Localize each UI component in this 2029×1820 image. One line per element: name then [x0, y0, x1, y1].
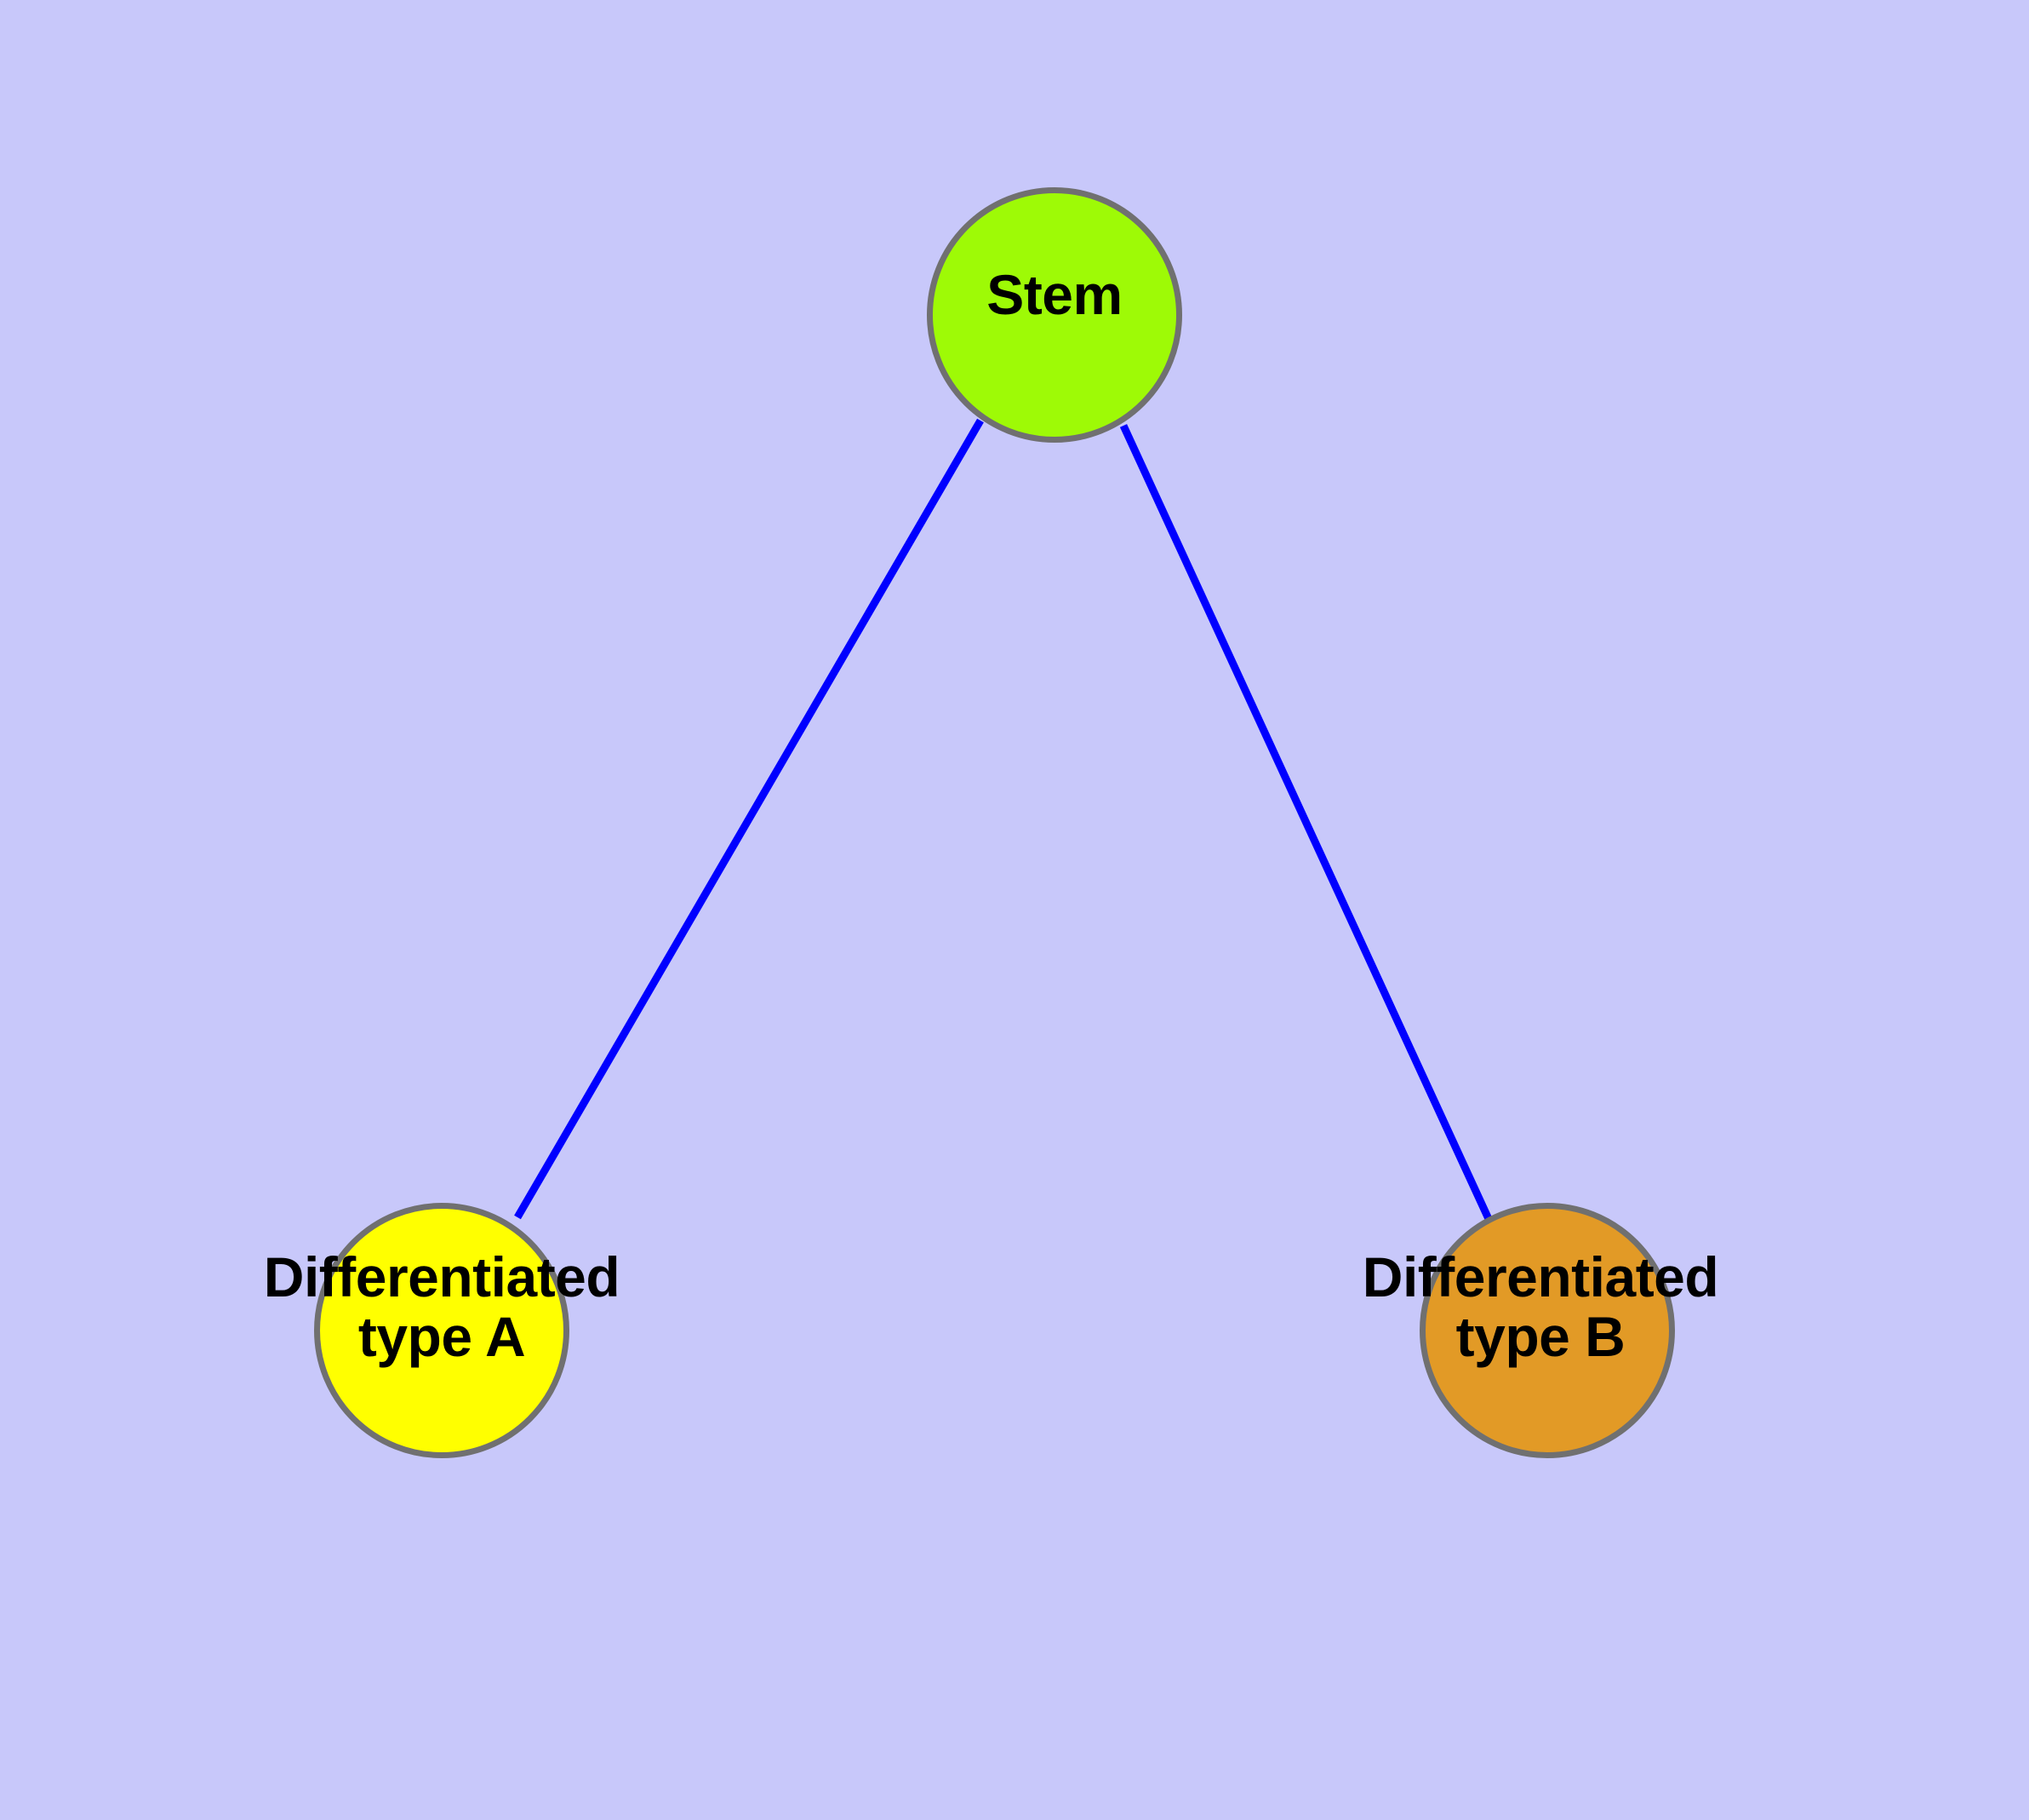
edge-stem-to-differentiated-type-a [514, 418, 984, 1220]
node-differentiated-type-b[interactable] [1420, 1203, 1675, 1458]
node-differentiated-type-a[interactable] [314, 1203, 569, 1458]
node-stem[interactable] [927, 187, 1182, 443]
edge-stem-to-differentiated-type-b [1119, 424, 1494, 1222]
